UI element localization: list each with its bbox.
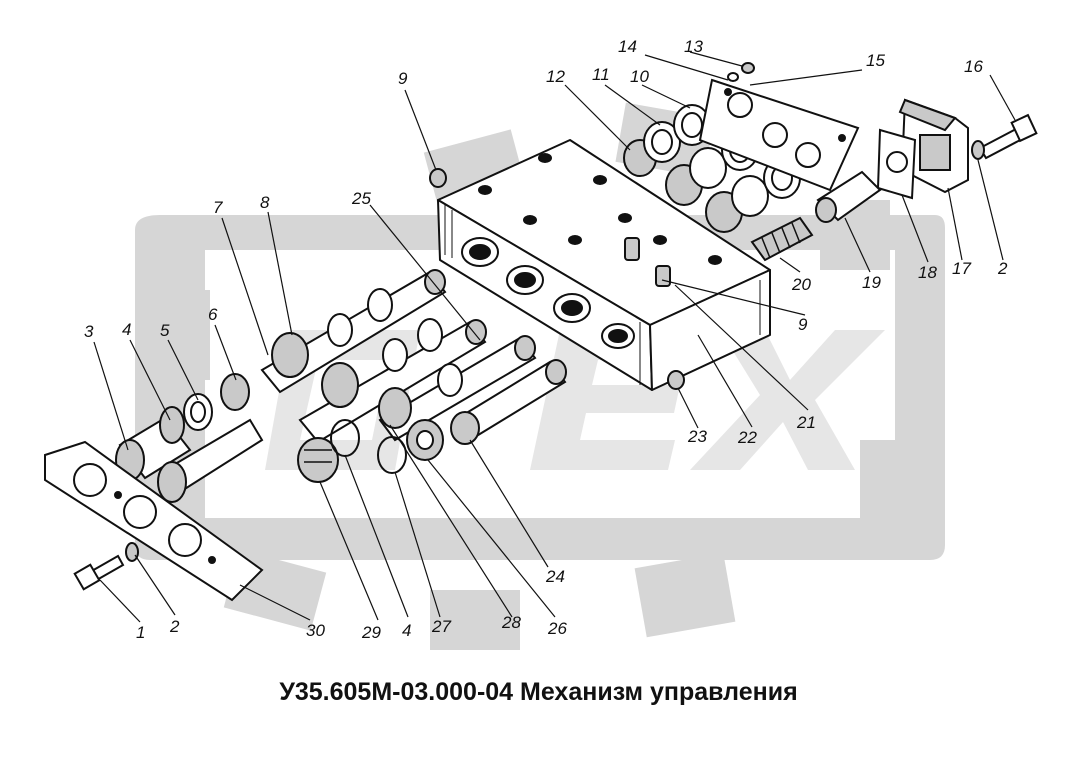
leader-lines bbox=[93, 51, 1016, 623]
spring-20 bbox=[750, 216, 814, 262]
gasket-right bbox=[876, 128, 917, 200]
bolt-1 bbox=[73, 542, 139, 591]
callout-17: 17 bbox=[952, 259, 971, 278]
rings-4-5 bbox=[159, 373, 250, 444]
callout-22: 22 bbox=[737, 428, 757, 447]
callout-29: 29 bbox=[361, 623, 381, 642]
screw-small-top bbox=[727, 62, 755, 82]
piston-19 bbox=[815, 170, 882, 223]
callout-15: 15 bbox=[866, 51, 885, 70]
callout-labels: 1 2 3 4 5 6 7 8 9 10 11 12 13 14 15 16 1… bbox=[84, 37, 1008, 642]
spool-28 bbox=[378, 335, 537, 442]
callout-8: 8 bbox=[260, 193, 270, 212]
plug-9-top bbox=[429, 168, 447, 188]
callout-25: 25 bbox=[351, 189, 371, 208]
part-26 bbox=[406, 419, 444, 461]
callout-16: 16 bbox=[964, 57, 983, 76]
callout-4-lower: 4 bbox=[402, 621, 411, 640]
callout-4: 4 bbox=[122, 320, 131, 339]
callout-14: 14 bbox=[618, 37, 637, 56]
callout-28: 28 bbox=[501, 613, 521, 632]
callout-11: 11 bbox=[592, 65, 610, 84]
callout-30: 30 bbox=[306, 621, 325, 640]
spool-7 bbox=[260, 269, 447, 394]
callout-1: 1 bbox=[136, 623, 145, 642]
callout-9: 9 bbox=[398, 69, 408, 88]
bolt-right bbox=[971, 113, 1038, 160]
valve-body-block bbox=[437, 139, 771, 391]
callout-18: 18 bbox=[918, 263, 937, 282]
callout-26: 26 bbox=[547, 619, 567, 638]
cap-3b bbox=[157, 418, 264, 503]
callout-9-right: 9 bbox=[798, 315, 808, 334]
callout-6: 6 bbox=[208, 305, 218, 324]
spool-24 bbox=[450, 359, 567, 445]
spool-25 bbox=[298, 318, 487, 444]
cover-plate-right bbox=[698, 78, 860, 192]
part-29 bbox=[297, 437, 339, 483]
callout-2: 2 bbox=[169, 617, 180, 636]
callout-5: 5 bbox=[160, 321, 170, 340]
callout-10: 10 bbox=[630, 67, 649, 86]
callout-7: 7 bbox=[213, 198, 223, 217]
plug-23 bbox=[667, 370, 685, 390]
callout-27: 27 bbox=[431, 617, 451, 636]
callout-13: 13 bbox=[684, 37, 703, 56]
callout-19: 19 bbox=[862, 273, 881, 292]
callout-12: 12 bbox=[546, 67, 565, 86]
callout-3: 3 bbox=[84, 322, 94, 341]
callout-23: 23 bbox=[687, 427, 707, 446]
diagram-caption: У35.605М-03.000-04 Механизм управления bbox=[279, 678, 798, 706]
ring-27 bbox=[377, 436, 407, 474]
cover-plate-left-30 bbox=[44, 440, 264, 602]
callout-21: 21 bbox=[796, 413, 816, 432]
callout-2-right: 2 bbox=[997, 259, 1008, 278]
callout-24: 24 bbox=[545, 567, 565, 586]
callout-20: 20 bbox=[791, 275, 811, 294]
